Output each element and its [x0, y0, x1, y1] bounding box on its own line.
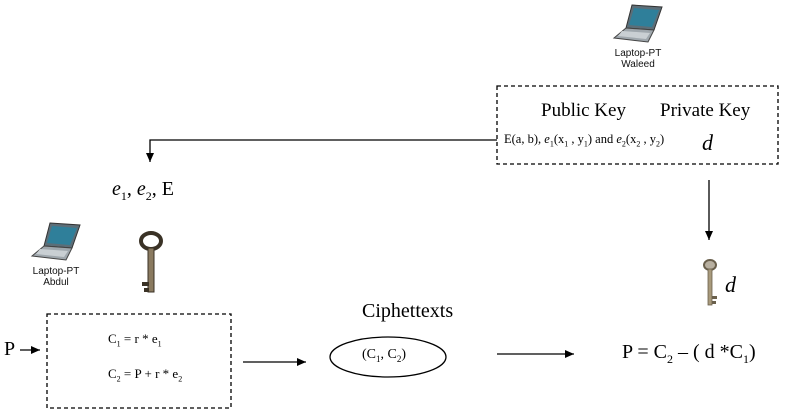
key-icon	[139, 231, 163, 293]
ciphertext-value: (C1, C2)	[362, 347, 407, 364]
shared-public-params: e1, e2, E	[112, 178, 174, 203]
encryption-box	[46, 313, 232, 409]
private-key-value: d	[702, 130, 713, 155]
plaintext-input-label: P	[4, 338, 16, 360]
waleed-device-label: Laptop-PT	[614, 48, 662, 59]
waleed-key-box	[496, 85, 779, 165]
c2-equation: C2 = P + r * e2	[108, 366, 183, 384]
decryption-formula: P = C2 – ( d *C1)	[622, 341, 756, 366]
public-key-value: E(a, b), e1(x1 , y1) and e2(x2 , y2)	[504, 132, 665, 149]
decryption-private-key-label: d	[725, 272, 736, 297]
laptop-icon	[30, 222, 81, 261]
abdul-name-label: Abdul	[43, 277, 69, 288]
key-icon	[703, 259, 717, 306]
abdul-laptop[interactable]: Laptop-PT Abdul	[26, 220, 86, 296]
abdul-device-label: Laptop-PT	[32, 266, 80, 277]
c1-equation: C1 = r * e1	[108, 331, 162, 349]
ciphertext-ellipse	[329, 336, 447, 378]
public-key-arrow	[146, 139, 497, 162]
ciphertexts-title: Ciphettexts	[362, 300, 454, 322]
public-key-title: Public Key	[541, 100, 626, 121]
waleed-laptop[interactable]: Laptop-PT Waleed	[608, 2, 668, 78]
private-key-title: Private Key	[660, 100, 751, 121]
waleed-name-label: Waleed	[621, 59, 655, 70]
laptop-icon	[612, 4, 663, 43]
